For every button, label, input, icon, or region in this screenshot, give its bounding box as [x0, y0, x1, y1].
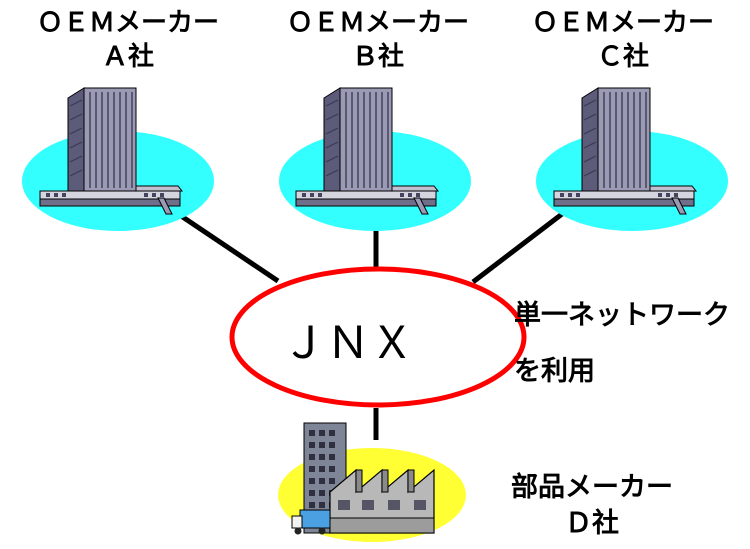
note-line1: 単一ネットワーク: [514, 300, 730, 331]
supplier-factory-icon: [291, 422, 435, 535]
note-line2: を利用: [514, 356, 595, 387]
supplier-d-label: 部品メーカー Ｄ社: [482, 470, 702, 542]
supplier-label-line2: Ｄ社: [565, 508, 619, 539]
oem-a-label-line1: ＯＥＭメーカー: [36, 8, 219, 38]
single-network-note: 単一ネットワーク を利用: [514, 288, 730, 400]
oem-b-label-line1: ＯＥＭメーカー: [286, 8, 469, 38]
jnx-network-ring: [229, 266, 527, 408]
supplier-label-line1: 部品メーカー: [511, 472, 673, 503]
oem-b-label: ＯＥＭメーカー Ｂ社: [250, 6, 506, 74]
oem-c-label-line1: ＯＥＭメーカー: [531, 8, 714, 38]
oem-c-label: ＯＥＭメーカー Ｃ社: [495, 6, 750, 74]
oem-a-label: ＯＥＭメーカー Ａ社: [0, 6, 256, 74]
oem-c-label-line2: Ｃ社: [596, 42, 649, 72]
oem-b-label-line2: Ｂ社: [351, 42, 404, 72]
jnx-label: ＪＮＸ: [282, 318, 414, 369]
oem-a-label-line2: Ａ社: [101, 42, 154, 72]
